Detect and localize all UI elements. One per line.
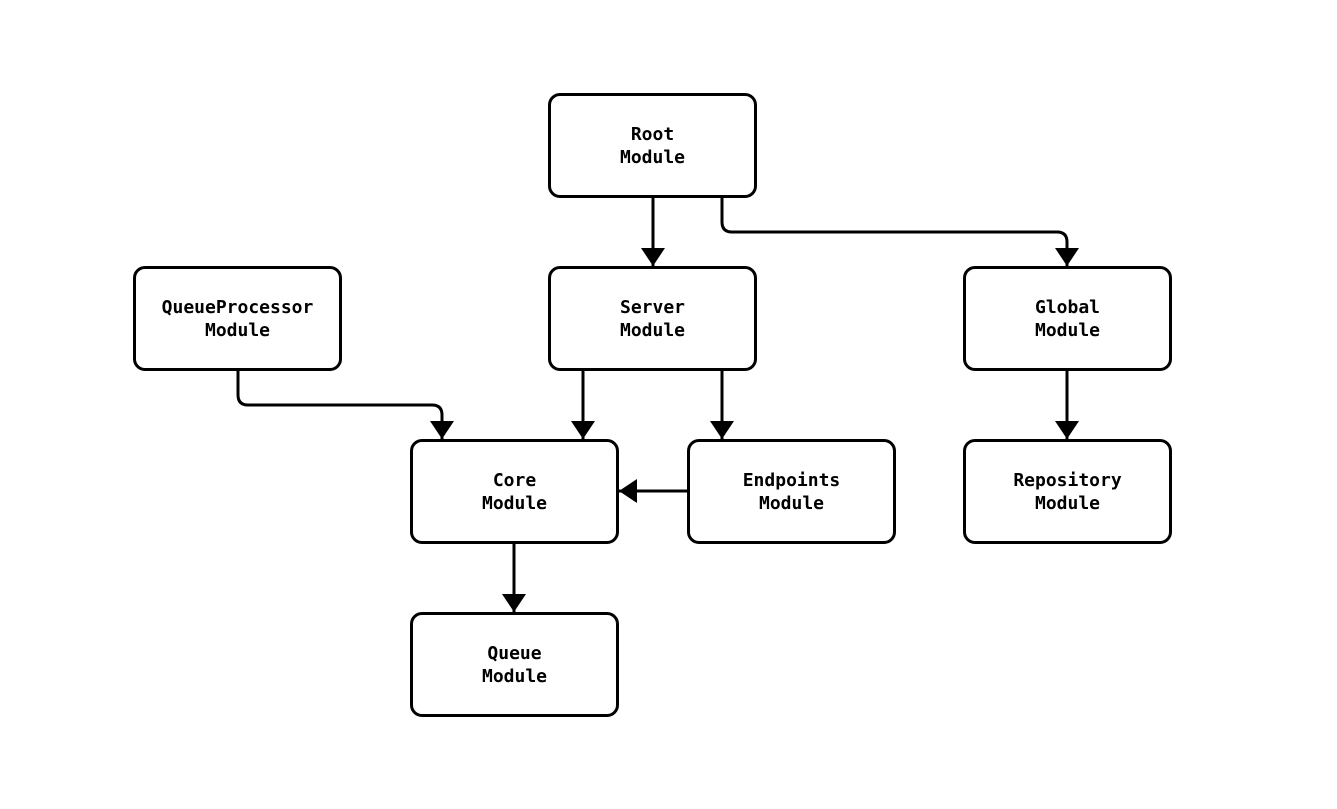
node-label-line: Module	[1034, 492, 1101, 514]
node-label-line: Module	[619, 146, 686, 168]
node-label-line: Module	[204, 319, 271, 341]
node-label-line: Global	[1034, 296, 1101, 318]
node-label-line: Module	[1034, 319, 1101, 341]
node-label-line: Repository	[1013, 469, 1122, 491]
edge-root-module-to-global-module	[720, 198, 1079, 266]
node-label-line: Module	[481, 665, 548, 687]
node-label-line: Queue	[487, 642, 542, 664]
node-label-line: Module	[619, 319, 686, 341]
node-label-line: QueueProcessor	[161, 296, 314, 318]
node-label-line: Server	[619, 296, 686, 318]
node-label-line: Module	[481, 492, 548, 514]
node-label-line: Core	[492, 469, 537, 491]
node-label-line: Endpoints	[742, 469, 841, 491]
node-label-line: Root	[630, 123, 675, 145]
node-label-line: Module	[758, 492, 825, 514]
edge-queueprocessor-module-to-core-module	[236, 371, 454, 439]
